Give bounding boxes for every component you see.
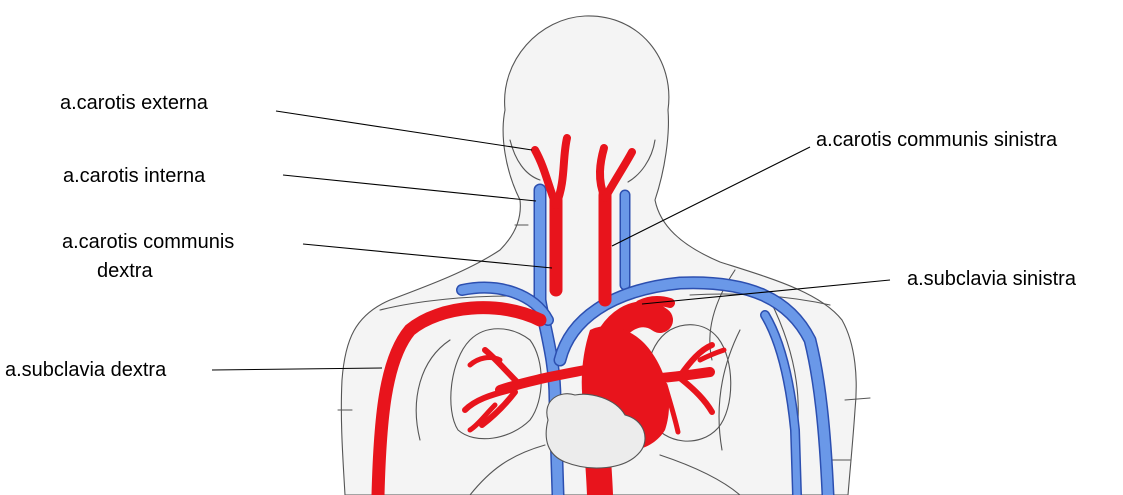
label-carotis-externa: a.carotis externa [60,92,209,114]
leader-carotis-interna [283,175,536,201]
label-carotis-communis-dextra-line1: a.carotis communis [62,231,234,253]
label-carotis-communis-dextra-line2: dextra [97,260,153,282]
label-carotis-communis-sinistra: a.carotis communis sinistra [816,129,1058,151]
leader-carotis-externa [276,111,532,150]
label-subclavia-sinistra: a.subclavia sinistra [907,268,1077,290]
label-carotis-interna: a.carotis interna [63,165,206,187]
label-subclavia-dextra: a.subclavia dextra [5,359,167,381]
